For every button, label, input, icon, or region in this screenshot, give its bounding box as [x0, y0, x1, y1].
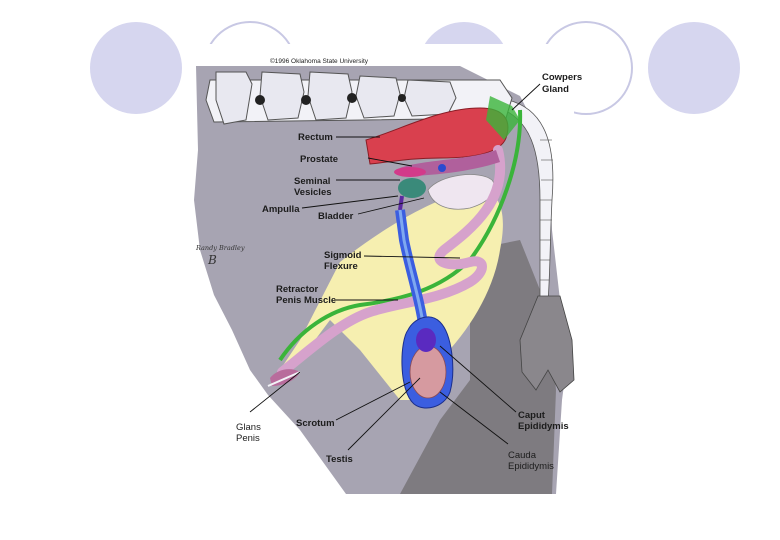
label-cauda-1: Cauda	[508, 450, 537, 461]
leader-lines	[249, 83, 541, 451]
label-seminal-1: Seminal	[294, 176, 330, 187]
diagram-image	[188, 44, 575, 496]
label-cauda-2: Epididymis	[508, 461, 554, 472]
label-cowpers-2: Gland	[542, 84, 569, 95]
diagram-labels: ©1996 Oklahoma State University Cowpers …	[195, 57, 582, 472]
leg-dark-region	[400, 240, 556, 494]
label-seminal-2: Vesicles	[294, 187, 332, 198]
label-glans-2: Penis	[236, 433, 260, 444]
rectum	[365, 107, 509, 165]
label-bladder: Bladder	[318, 211, 354, 222]
label-retractor-1: Retractor	[276, 284, 319, 295]
signature-name: Randy Bradley	[195, 244, 245, 252]
tail-vertebrae	[540, 139, 553, 281]
signature-initial: B	[207, 253, 217, 267]
label-glans-1: Glans	[236, 422, 261, 433]
retractor-muscle	[278, 109, 523, 362]
label-cowpers-1: Cowpers	[542, 72, 582, 83]
label-rectum: Rectum	[298, 132, 333, 143]
label-retractor-2: Penis Muscle	[276, 295, 336, 306]
label-caput-1: Caput	[518, 410, 546, 421]
penis-shaft	[277, 145, 505, 377]
cowpers-gland-shape	[486, 96, 520, 140]
deco-circle-5	[648, 22, 740, 114]
label-ampulla: Ampulla	[262, 204, 300, 215]
label-caput-2: Epididymis	[518, 421, 569, 432]
ampulla-shape	[394, 167, 426, 177]
prostate-shape	[400, 150, 500, 176]
tail-switch	[519, 295, 575, 393]
label-sigmoid-1: Sigmoid	[324, 250, 362, 261]
copyright-label: ©1996 Oklahoma State University	[270, 57, 369, 65]
label-testis: Testis	[326, 454, 353, 465]
label-scrotum: Scrotum	[296, 418, 335, 429]
spine	[205, 71, 513, 125]
testis-shape	[409, 345, 447, 399]
deco-circle-1	[90, 22, 182, 114]
caput-epididymis-shape	[416, 328, 436, 352]
seminal-vesicle-shape	[398, 178, 426, 198]
label-sigmoid-2: Flexure	[324, 261, 358, 272]
label-prostate: Prostate	[300, 154, 338, 165]
